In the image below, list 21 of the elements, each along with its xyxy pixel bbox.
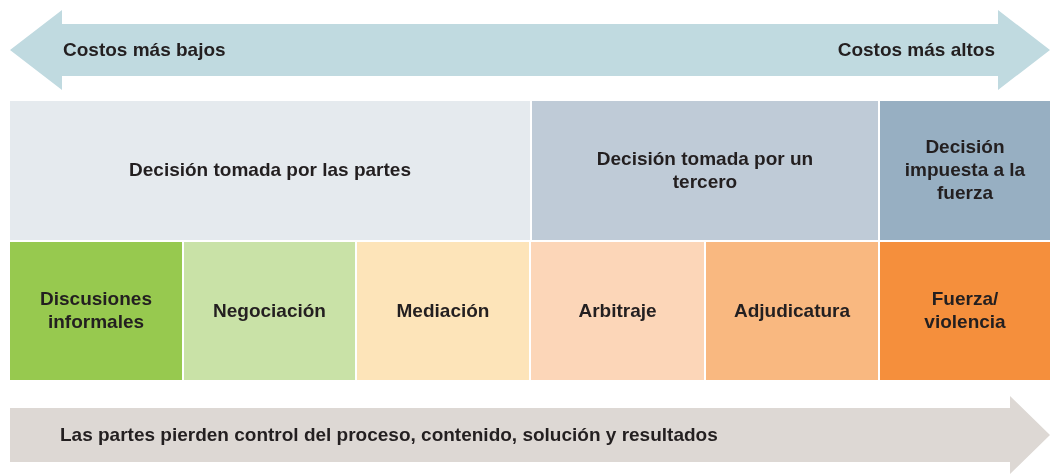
- box-label: Mediación: [396, 299, 490, 323]
- box-label: Negociación: [213, 299, 326, 323]
- category-box: [532, 101, 878, 240]
- method-box: [880, 242, 1050, 380]
- box-label: Arbitraje: [578, 299, 657, 323]
- category-box: [880, 101, 1050, 240]
- box-label: Decisión tomada por un tercero: [595, 147, 815, 194]
- box-label: Adjudicatura: [733, 299, 851, 323]
- arrow-label: Costos más altos: [837, 38, 995, 62]
- arrow-label: Las partes pierden control del proceso, contenido, solución y resultados: [60, 423, 718, 447]
- box-label: Decisión tomada por las partes: [129, 159, 411, 182]
- category-box: [10, 101, 530, 240]
- box-label: Fuerza/ violencia: [923, 288, 1007, 334]
- arrow-label: Costos más bajos: [63, 38, 226, 62]
- box-label: Discusiones informales: [39, 288, 153, 334]
- method-box: [184, 242, 355, 380]
- method-box: [10, 242, 182, 380]
- method-box: [531, 242, 704, 380]
- method-box: [357, 242, 529, 380]
- method-box: [706, 242, 878, 380]
- box-label: Decisión impuesta a la fuerza: [903, 136, 1027, 205]
